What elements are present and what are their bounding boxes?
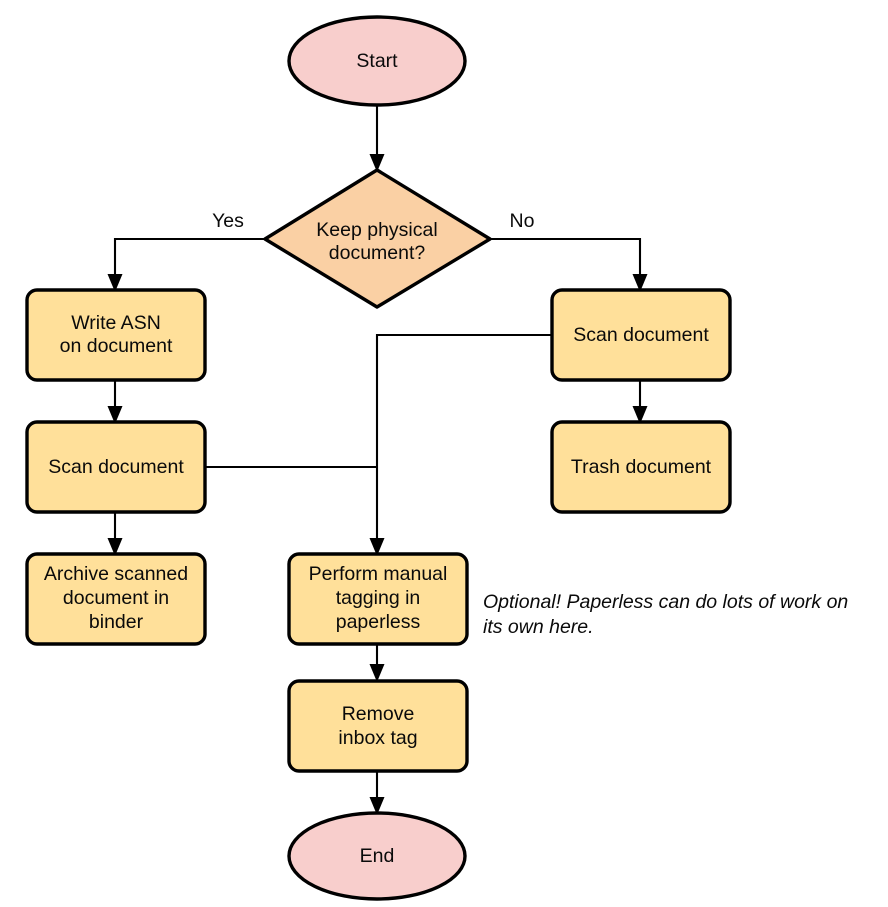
arrowhead-removetag-end (369, 797, 385, 815)
arrowhead-merge-tagging (369, 538, 385, 556)
end-label: End (360, 845, 395, 867)
arrowhead-start-decision (369, 154, 385, 172)
annotation-optional-paperless: Optional! Paperless can do lots of work … (483, 591, 848, 638)
node-archive-scanned-document[interactable]: Archive scanned document in binder (25, 552, 207, 646)
edge-label-yes: Yes (212, 210, 244, 232)
edge-scan-right-to-trash (632, 380, 648, 424)
decision-label-line2: document? (329, 242, 426, 264)
node-write-asn[interactable]: Write ASN on document (25, 288, 207, 382)
scan-right-box-shape (550, 288, 732, 382)
arrowhead-tagging-removetag (369, 664, 385, 682)
remove-tag-label-line2: inbox tag (338, 727, 417, 749)
edge-write-asn-to-scan-left (107, 380, 123, 424)
edge-scan-right-to-tagging (375, 333, 552, 546)
node-decision-keep-physical-document[interactable]: Keep physical document? (263, 168, 492, 309)
edge-line-scanright-tagging (375, 333, 552, 546)
decision-diamond-shape (263, 168, 492, 309)
edge-scan-left-to-archive (107, 512, 123, 556)
start-ellipse-shape (287, 15, 467, 107)
arrowhead-no (632, 274, 648, 292)
edge-line-no (490, 237, 642, 282)
remove-tag-box-shape (287, 679, 469, 773)
arrowhead-yes (107, 274, 123, 292)
start-label: Start (356, 50, 398, 72)
trash-box-shape (550, 420, 732, 514)
write-asn-label-line1: Write ASN (71, 312, 161, 334)
decision-label-line1: Keep physical (316, 219, 437, 241)
tagging-label-line2: tagging in (336, 587, 421, 609)
annotation-line2: its own here. (483, 616, 594, 638)
write-asn-label-line2: on document (60, 335, 173, 357)
node-perform-manual-tagging[interactable]: Perform manual tagging in paperless (287, 552, 469, 646)
node-scan-document-left[interactable]: Scan document (25, 420, 207, 514)
archive-label-line1: Archive scanned (44, 563, 188, 585)
tagging-label-line1: Perform manual (309, 563, 448, 585)
arrowhead-scanleft-archive (107, 538, 123, 556)
edge-start-to-decision (369, 106, 385, 172)
node-end[interactable]: End (287, 811, 467, 901)
edge-scan-left-to-tagging (205, 465, 385, 556)
scan-right-label: Scan document (573, 324, 709, 346)
edge-tagging-to-remove-tag (369, 644, 385, 682)
tagging-box-shape (287, 552, 469, 646)
write-asn-box-shape (25, 288, 207, 382)
edge-remove-tag-to-end (369, 772, 385, 815)
edge-label-no: No (510, 210, 535, 232)
edge-line-yes (113, 237, 265, 282)
node-trash-document[interactable]: Trash document (550, 420, 732, 514)
archive-label-line3: binder (89, 611, 144, 633)
scan-left-label: Scan document (48, 456, 184, 478)
trash-label: Trash document (571, 456, 712, 478)
node-remove-inbox-tag[interactable]: Remove inbox tag (287, 679, 469, 773)
arrowhead-scanright-trash (632, 406, 648, 424)
node-scan-document-right[interactable]: Scan document (550, 288, 732, 382)
scan-left-box-shape (25, 420, 207, 514)
end-ellipse-shape (287, 811, 467, 901)
edge-decision-no-to-scan-right (490, 237, 648, 292)
edge-decision-yes-to-write-asn (107, 237, 265, 292)
arrowhead-writeasn-scanleft (107, 406, 123, 424)
archive-label-line2: document in (63, 587, 169, 609)
archive-box-shape (25, 552, 207, 646)
node-start[interactable]: Start (287, 15, 467, 107)
tagging-label-line3: paperless (336, 611, 421, 633)
remove-tag-label-line1: Remove (342, 703, 415, 725)
annotation-line1: Optional! Paperless can do lots of work … (483, 591, 848, 613)
